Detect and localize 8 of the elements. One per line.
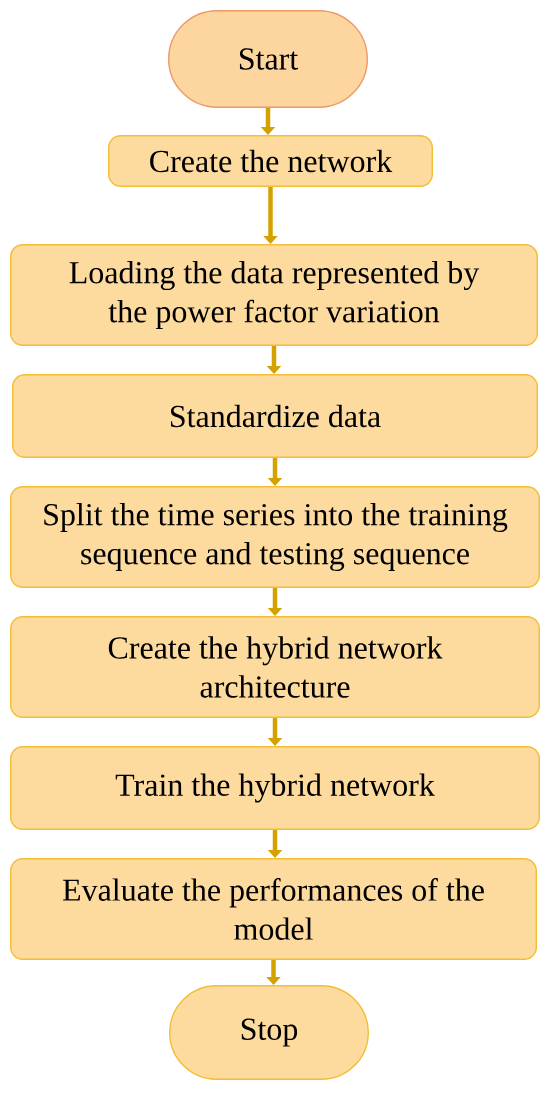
- process-box: Train the hybrid network: [10, 746, 540, 830]
- process-box: Create the hybrid network architecture: [10, 616, 540, 718]
- process-box: Create the network: [108, 135, 433, 187]
- process-box: Evaluate the performances of the model: [10, 858, 537, 960]
- process-box: Split the time series into the training sequence and testing sequence: [10, 486, 540, 588]
- process-box: Loading the data represented by the power factor variation: [10, 244, 538, 346]
- process-box: Standardize data: [12, 374, 538, 458]
- terminal-oval: Stop: [169, 985, 369, 1080]
